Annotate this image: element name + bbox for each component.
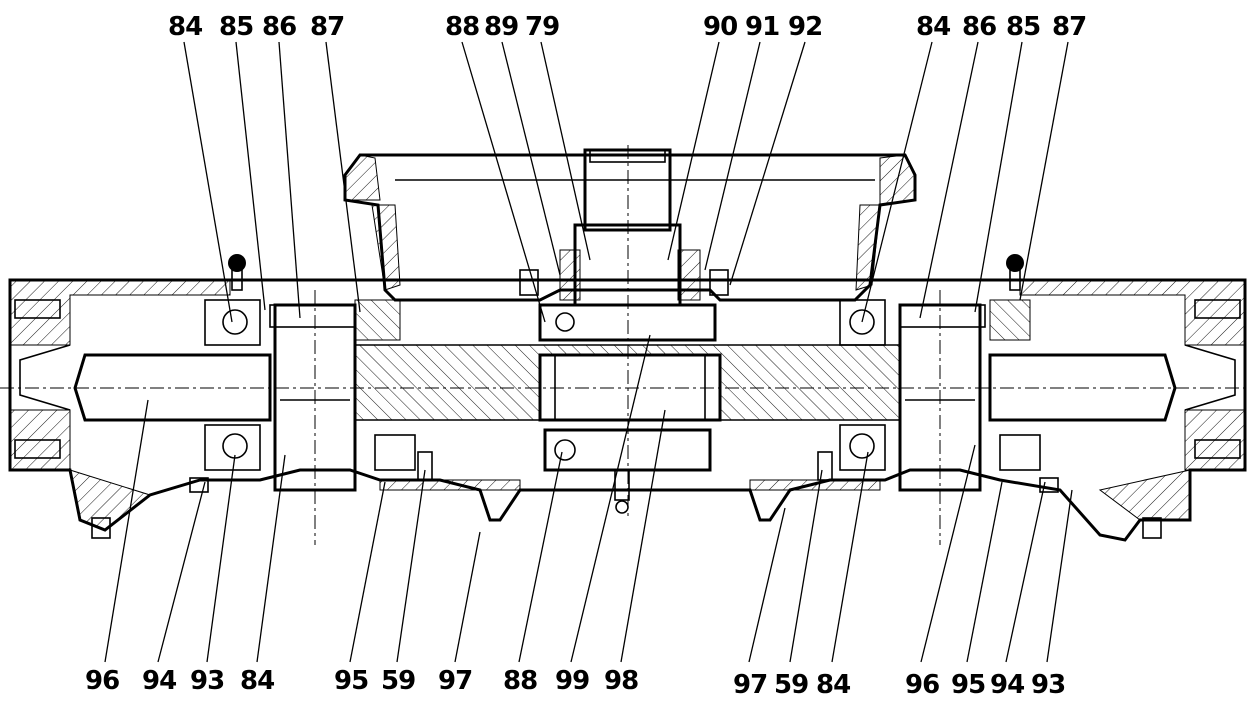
- leader-line: [518, 451, 563, 663]
- callout-bottom-93b: 93: [1031, 670, 1066, 700]
- leader-line: [461, 41, 546, 323]
- leader-line: [966, 481, 1003, 663]
- callout-top-91: 91: [745, 12, 780, 42]
- callout-bottom-96: 96: [85, 666, 120, 696]
- callout-bottom-99: 99: [555, 666, 590, 696]
- callout-top-86: 86: [262, 12, 297, 42]
- leader-line: [325, 41, 361, 313]
- leader-line: [789, 469, 823, 663]
- leader-line: [748, 507, 786, 663]
- callout-bottom-84b: 84: [816, 670, 851, 700]
- leader-line: [861, 41, 933, 323]
- callout-top-90: 90: [703, 12, 738, 42]
- callout-bottom-94: 94: [142, 666, 177, 696]
- leader-line: [729, 41, 806, 286]
- leader-line: [1046, 489, 1073, 663]
- upper-cover: [343, 153, 917, 302]
- callout-top-89: 89: [484, 12, 519, 42]
- leader-line: [157, 481, 206, 663]
- callout-top-87: 87: [310, 12, 345, 42]
- callout-bottom-94b: 94: [990, 670, 1025, 700]
- callout-bottom-93: 93: [190, 666, 225, 696]
- grease-fittings: [228, 254, 1024, 291]
- leader-line: [206, 454, 236, 663]
- callout-top-88: 88: [445, 12, 480, 42]
- leader-line: [501, 41, 561, 276]
- callout-bottom-97: 97: [438, 666, 473, 696]
- leader-line: [831, 451, 869, 663]
- leader-line: [278, 41, 301, 319]
- leader-line: [235, 41, 266, 311]
- callout-bottom-88: 88: [503, 666, 538, 696]
- callout-bottom-95: 95: [334, 666, 369, 696]
- lower-housing: [8, 278, 1247, 542]
- callout-top-85b: 85: [1006, 12, 1041, 42]
- leader-line: [570, 334, 651, 663]
- callout-bottom-84: 84: [240, 666, 275, 696]
- callout-bottom-95b: 95: [951, 670, 986, 700]
- callout-bottom-59b: 59: [774, 670, 809, 700]
- callout-bottom-98: 98: [604, 666, 639, 696]
- leader-line: [667, 41, 720, 261]
- leader-line: [974, 41, 1023, 313]
- callout-top-87b: 87: [1052, 12, 1087, 42]
- leader-line: [920, 444, 976, 663]
- output-shaft: [519, 148, 729, 342]
- callout-bottom-96b: 96: [905, 670, 940, 700]
- callout-top-79: 79: [525, 12, 560, 42]
- callout-top-86b: 86: [962, 12, 997, 42]
- leader-line: [454, 531, 481, 663]
- leader-lines: [104, 41, 1073, 663]
- callout-bottom-97b: 97: [733, 670, 768, 700]
- callout-top-85: 85: [219, 12, 254, 42]
- leader-line: [620, 409, 666, 663]
- leader-line: [396, 469, 426, 663]
- leader-line: [256, 454, 286, 663]
- leader-line: [1005, 481, 1046, 663]
- leader-line: [104, 399, 149, 663]
- leader-line: [704, 41, 761, 271]
- leader-line: [349, 481, 386, 663]
- callout-top-92: 92: [788, 12, 823, 42]
- callout-top-84b: 84: [916, 12, 951, 42]
- leader-line: [540, 41, 591, 261]
- callout-top-84: 84: [168, 12, 203, 42]
- leader-line: [1019, 41, 1069, 301]
- leader-line: [919, 41, 979, 319]
- leader-line: [183, 41, 233, 323]
- callout-bottom-59: 59: [381, 666, 416, 696]
